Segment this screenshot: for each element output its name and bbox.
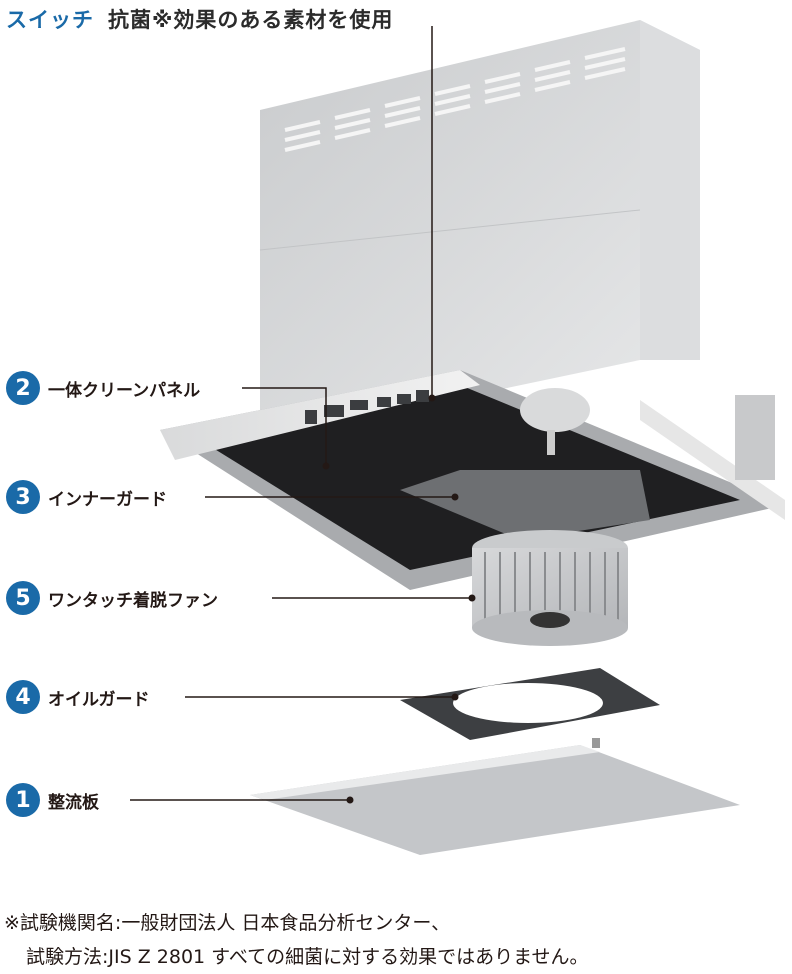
part-label-inner-guard: 3 インナーガード [6,480,167,514]
fan [472,530,628,646]
footnote-line-1: ※試験機関名:一般財団法人 日本食品分析センター、 [4,912,451,934]
part-name: 整流板 [48,792,99,813]
part-label-clean-panel: 2 一体クリーンパネル [6,371,200,405]
footnote-line-2: 試験方法:JIS Z 2801 すべての細菌に対する効果ではありません。 [26,946,589,968]
leader-lines [130,26,472,801]
part-number-badge: 1 [6,783,40,817]
switch-label: スイッチ [6,8,94,32]
part-label-oil-guard: 4 オイルガード [6,680,150,714]
control-panel [305,390,429,424]
part-name: オイルガード [48,689,150,710]
part-name: インナーガード [48,489,167,510]
part-name: ワンタッチ着脱ファン [48,590,218,611]
rectification-plate [250,738,740,855]
part-number-badge: 5 [6,581,40,615]
part-label-rectification-plate: 1 整流板 [6,783,99,817]
oil-guard [400,668,660,740]
hood-body [160,370,785,590]
hood-cover [259,20,700,440]
switch-feature-text: 抗菌※効果のある素材を使用 [108,8,394,32]
part-label-fan: 5 ワンタッチ着脱ファン [6,581,218,615]
part-name: 一体クリーンパネル [48,380,201,401]
part-number-badge: 4 [6,680,40,714]
switch-feature-title: スイッチ抗菌※効果のある素材を使用 [6,4,393,34]
part-number-badge: 3 [6,480,40,514]
footnote: ※試験機関名:一般財団法人 日本食品分析センター、 試験方法:JIS Z 280… [4,906,589,974]
part-number-badge: 2 [6,371,40,405]
